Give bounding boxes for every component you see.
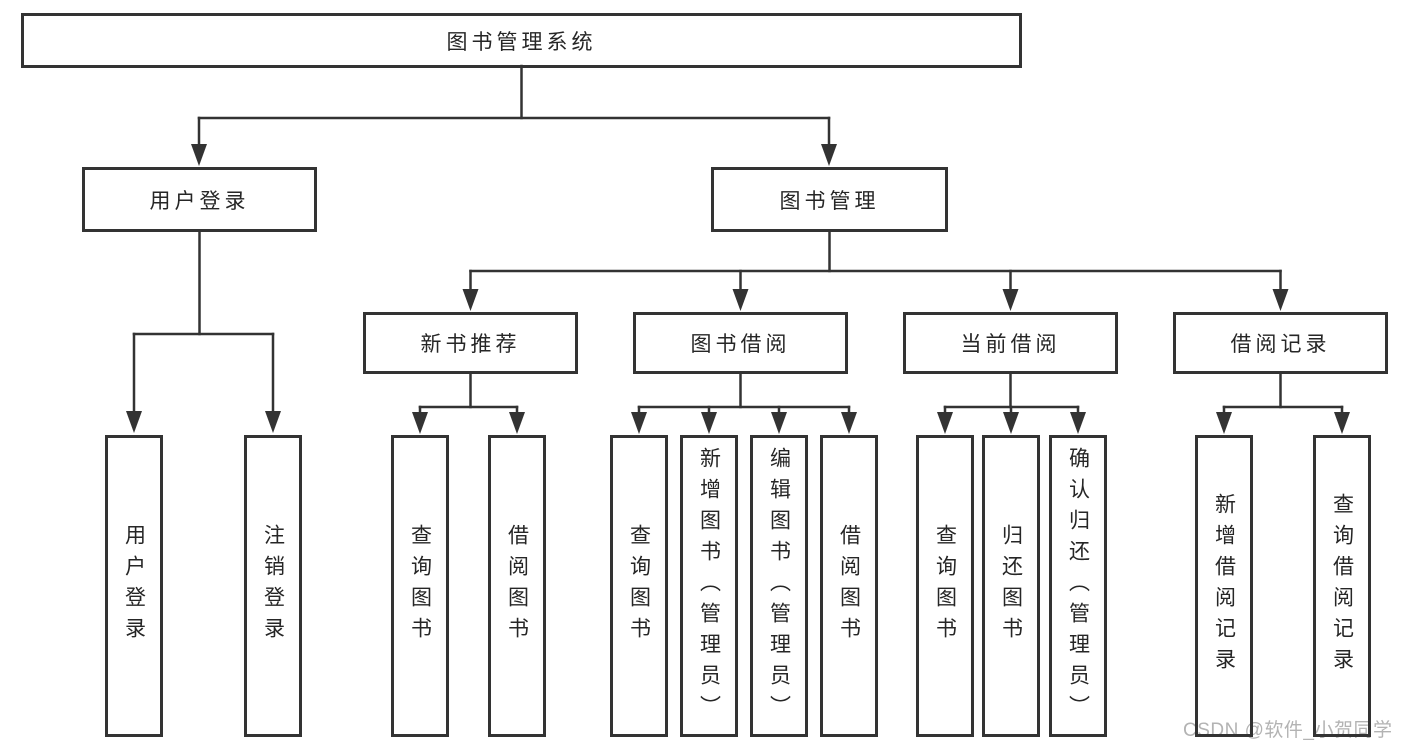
leaf-label: 新增图书（管理员） bbox=[697, 446, 721, 726]
node-borrow-records: 借阅记录 bbox=[1173, 312, 1388, 374]
leaf-confirm-return-admin: 确认归还（管理员） bbox=[1049, 435, 1107, 737]
node-label: 借阅记录 bbox=[1230, 333, 1331, 356]
leaf-label: 新增借阅记录 bbox=[1212, 493, 1236, 679]
leaf-label: 查询借阅记录 bbox=[1330, 493, 1354, 679]
leaf-label: 查询图书 bbox=[933, 524, 957, 648]
leaf-label: 借阅图书 bbox=[837, 524, 861, 648]
node-book-management: 图书管理 bbox=[711, 167, 948, 232]
node-new-book-recommend: 新书推荐 bbox=[363, 312, 578, 374]
leaf-add-books-admin: 新增图书（管理员） bbox=[680, 435, 738, 737]
node-label: 图书管理 bbox=[779, 189, 880, 213]
leaf-add-borrow-record: 新增借阅记录 bbox=[1195, 435, 1253, 737]
leaf-borrow-books: 借阅图书 bbox=[820, 435, 878, 737]
node-label: 当前借阅 bbox=[960, 333, 1061, 356]
node-root-library-system: 图书管理系统 bbox=[21, 13, 1022, 68]
leaf-label: 归还图书 bbox=[999, 524, 1023, 648]
node-label: 用户登录 bbox=[149, 189, 250, 213]
leaf-query-borrow-record: 查询借阅记录 bbox=[1313, 435, 1371, 737]
node-label: 图书管理系统 bbox=[446, 30, 597, 54]
leaf-query-books: 查询图书 bbox=[916, 435, 974, 737]
leaf-label: 用户登录 bbox=[122, 524, 146, 648]
leaf-label: 查询图书 bbox=[627, 524, 651, 648]
node-label: 新书推荐 bbox=[420, 333, 521, 356]
node-book-borrowing: 图书借阅 bbox=[633, 312, 848, 374]
leaf-label: 编辑图书（管理员） bbox=[767, 446, 791, 726]
node-current-borrowing: 当前借阅 bbox=[903, 312, 1118, 374]
leaf-user-login: 用户登录 bbox=[105, 435, 163, 737]
leaf-label: 确认归还（管理员） bbox=[1066, 446, 1090, 726]
leaf-query-books: 查询图书 bbox=[391, 435, 449, 737]
arrowheads bbox=[126, 144, 1350, 434]
leaf-query-books: 查询图书 bbox=[610, 435, 668, 737]
leaf-label: 注销登录 bbox=[261, 524, 285, 648]
leaf-logout: 注销登录 bbox=[244, 435, 302, 737]
node-user-login: 用户登录 bbox=[82, 167, 317, 232]
leaf-borrow-books: 借阅图书 bbox=[488, 435, 546, 737]
leaf-label: 查询图书 bbox=[408, 524, 432, 648]
leaf-label: 借阅图书 bbox=[505, 524, 529, 648]
leaf-edit-books-admin: 编辑图书（管理员） bbox=[750, 435, 808, 737]
leaf-return-books: 归还图书 bbox=[982, 435, 1040, 737]
node-label: 图书借阅 bbox=[690, 333, 791, 356]
